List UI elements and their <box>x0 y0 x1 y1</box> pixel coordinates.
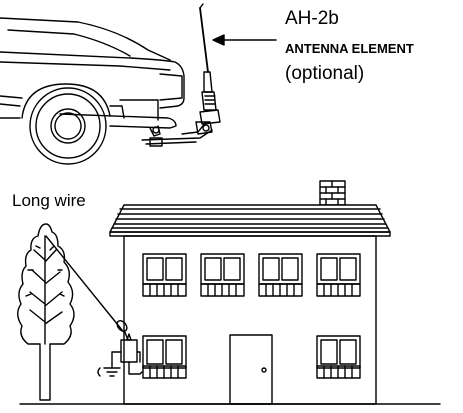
car-body-top <box>0 51 185 109</box>
front-door <box>229 334 273 405</box>
long-wire <box>45 235 123 331</box>
callout-arrow <box>212 34 277 46</box>
upper-windows <box>142 253 361 297</box>
model-label: AH-2b <box>285 8 339 29</box>
ground-icon <box>97 363 121 377</box>
car-taillight <box>159 73 183 101</box>
optional-label: (optional) <box>285 63 365 84</box>
antenna-tuner <box>111 333 143 375</box>
car-roof <box>0 17 171 61</box>
car-trunk-line <box>0 61 171 71</box>
house-illustration <box>19 180 441 405</box>
car-bumper <box>59 113 177 129</box>
antenna-illustration <box>195 3 221 135</box>
tree-illustration <box>17 223 75 401</box>
tree-branches <box>29 235 63 345</box>
car-illustration <box>0 17 213 165</box>
antenna-coil <box>203 71 213 93</box>
lower-windows <box>142 335 361 379</box>
wire-insulator <box>116 319 128 333</box>
car-side-line <box>0 95 23 99</box>
house-wall <box>123 235 377 405</box>
tree-canopy <box>17 223 75 401</box>
antenna-whip <box>199 7 209 73</box>
antenna-element-label: ANTENNA ELEMENT <box>285 41 414 56</box>
car-rear-window <box>7 29 131 57</box>
long-wire-label: Long wire <box>12 191 86 210</box>
car-wheel <box>29 87 107 165</box>
car-wheel-arch <box>21 83 111 119</box>
